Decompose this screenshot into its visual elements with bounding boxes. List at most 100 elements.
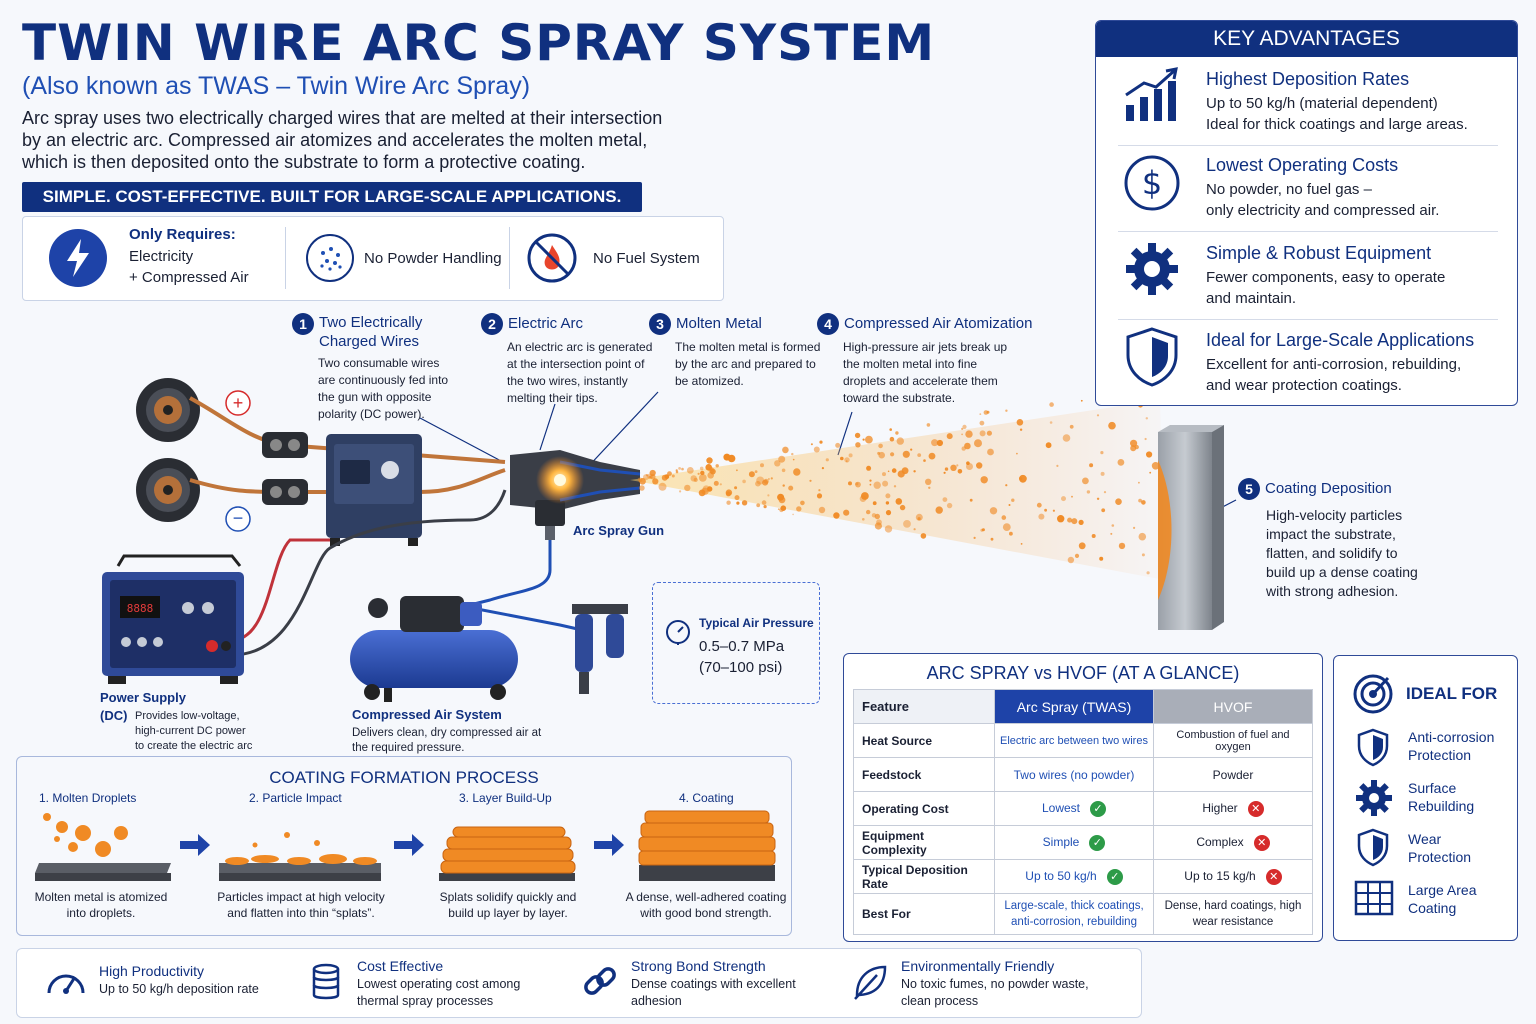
spray-particle <box>734 486 738 490</box>
spray-particle <box>782 484 785 487</box>
spray-particle <box>671 474 675 478</box>
spray-particle <box>925 478 932 485</box>
table-row: Operating Cost Lowest✓ Higher✕ <box>853 791 1313 826</box>
air-pressure-title: Typical Air Pressure <box>699 616 814 630</box>
cross-icon: ✕ <box>1247 800 1264 817</box>
spray-particle <box>872 501 877 506</box>
spray-particle <box>1145 417 1149 420</box>
spray-particle <box>878 443 883 449</box>
divider <box>1118 319 1498 320</box>
step-1-number: 1 <box>292 313 314 335</box>
spray-particle <box>865 435 873 444</box>
spray-particle <box>1096 414 1100 417</box>
spray-particle <box>705 464 712 471</box>
spray-particle <box>942 497 948 502</box>
spray-particle <box>848 453 853 458</box>
spray-particle <box>1005 484 1008 487</box>
ideal-item-1-line2: Protection <box>1408 747 1472 763</box>
spray-particle <box>885 501 890 505</box>
stage-3-desc: Splats solidify quickly and build up lay… <box>439 890 577 920</box>
spray-particle <box>736 501 740 505</box>
spray-particle <box>974 439 982 448</box>
spray-particle <box>990 537 994 541</box>
cables-and-hoses <box>231 489 583 657</box>
spray-particle <box>893 485 897 488</box>
spray-particle <box>1057 515 1065 523</box>
spray-particle <box>926 423 931 427</box>
spray-particle <box>1019 474 1027 483</box>
spray-particle <box>791 452 794 456</box>
spray-particle <box>1130 445 1137 452</box>
row-feature: Typical Deposition Rate <box>853 859 995 894</box>
spray-particle <box>923 459 926 462</box>
spray-particle <box>1067 556 1075 564</box>
spray-particle <box>770 477 773 480</box>
spray-particle <box>1111 524 1115 527</box>
advantage-3-line2: and maintain. <box>1206 290 1297 307</box>
spray-particle <box>698 474 707 482</box>
advantage-4-title: Ideal for Large-Scale Applications <box>1206 330 1475 350</box>
page-title: TWIN WIRE ARC SPRAY SYSTEM <box>22 14 936 72</box>
spray-particle <box>1011 498 1015 502</box>
spray-particle <box>1016 452 1018 455</box>
spray-particle <box>961 427 964 430</box>
spray-particle <box>980 476 988 484</box>
spray-particle <box>1071 518 1078 525</box>
spray-particle <box>855 442 861 448</box>
spray-particle <box>760 463 764 468</box>
tagline-banner: SIMPLE. COST-EFFECTIVE. BUILT FOR LARGE-… <box>22 182 642 212</box>
spray-particle <box>779 507 784 513</box>
spray-particle <box>874 522 883 530</box>
spray-particle <box>1133 526 1136 530</box>
spray-particle <box>816 493 823 499</box>
spray-particle <box>1146 571 1150 575</box>
advantage-4-line2: and wear protection coatings. <box>1206 377 1402 394</box>
spray-particle <box>957 469 963 474</box>
table-row: Typical Deposition Rate Up to 50 kg/h✓ U… <box>853 859 1313 894</box>
spray-particle <box>1071 495 1073 498</box>
spray-particle <box>825 458 829 462</box>
spray-particle <box>652 478 659 485</box>
spray-particle <box>1080 399 1083 402</box>
spray-particle <box>882 480 889 487</box>
row-arc: Two wires (no powder) <box>994 757 1154 792</box>
spray-particle <box>778 455 786 463</box>
page-subtitle: (Also known as TWAS – Twin Wire Arc Spra… <box>22 72 531 100</box>
spray-particle <box>855 482 859 486</box>
spray-particle <box>877 451 881 455</box>
spray-particle <box>1086 490 1091 494</box>
spray-particle <box>1038 513 1045 520</box>
spray-particle <box>1141 553 1145 557</box>
row-hvof: Powder <box>1153 757 1313 792</box>
spray-particle <box>910 448 913 451</box>
table-row: Feedstock Two wires (no powder) Powder <box>853 757 1313 792</box>
stage-3-title: 3. Layer Build-Up <box>459 791 552 805</box>
spray-particle <box>1138 532 1147 541</box>
spray-particle <box>1056 464 1059 467</box>
spray-particle <box>650 474 656 480</box>
spray-particle <box>1138 498 1142 503</box>
spray-particle <box>928 452 936 460</box>
benefits-bar: High Productivity Up to 50 kg/h depositi… <box>16 948 1142 1018</box>
spray-particle <box>884 525 893 533</box>
spray-particle <box>781 468 786 473</box>
spray-particle <box>869 479 872 482</box>
spray-particle <box>821 467 825 470</box>
spray-particle <box>658 482 667 491</box>
spray-particle <box>809 479 812 482</box>
stage-1-title: 1. Molten Droplets <box>39 791 137 805</box>
spray-particle <box>917 453 922 457</box>
coating-stages-illustration <box>35 810 776 881</box>
row-feature: Equipment Complexity <box>853 825 995 860</box>
advantage-1-line1: Up to 50 kg/h (material dependent) <box>1206 95 1438 112</box>
spray-particle <box>835 442 841 448</box>
row-arc: Up to 50 kg/h <box>1025 868 1097 883</box>
spray-particle <box>983 410 989 415</box>
benefit-3-desc: Dense coatings with excellent adhesion <box>631 977 796 1008</box>
spray-particle <box>1110 532 1113 535</box>
benefit-2-title: Cost Effective <box>357 958 444 974</box>
spray-plume <box>630 383 1165 580</box>
spray-particle <box>969 498 973 502</box>
stage-4-desc: A dense, well-adhered coating with good … <box>625 890 787 920</box>
